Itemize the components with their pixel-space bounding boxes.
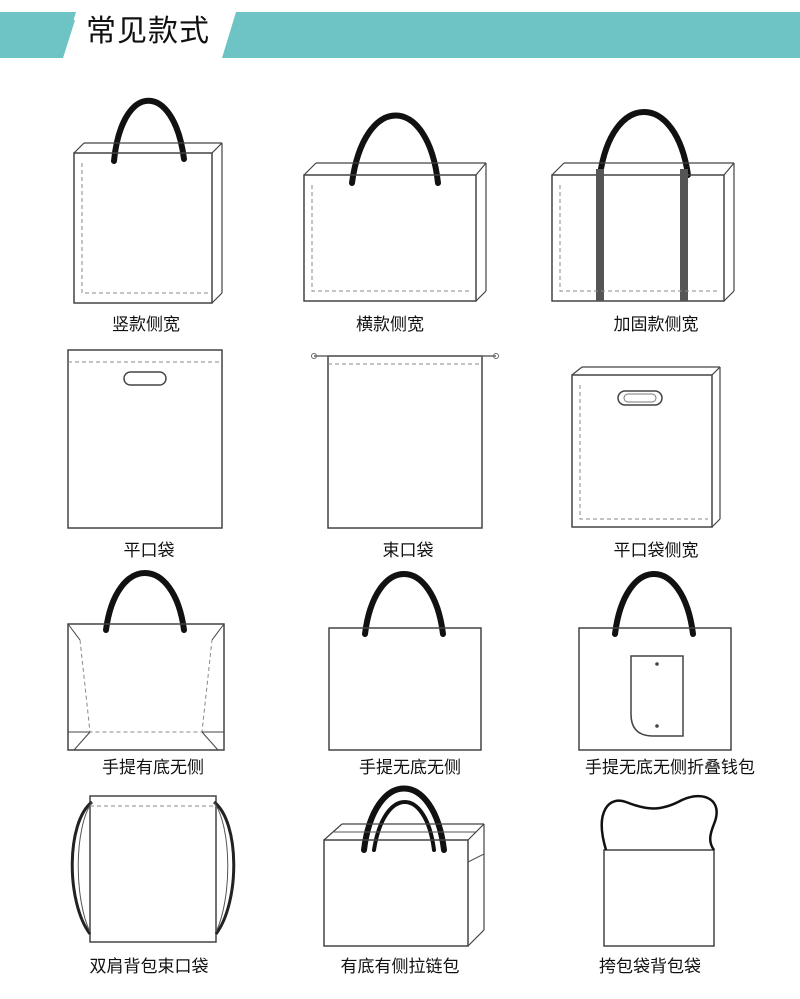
flat-die-cut-gusset-bag-icon: [571, 366, 721, 528]
style-label: 挎包袋背包袋: [599, 957, 701, 977]
style-label: 竖款侧宽: [112, 315, 180, 335]
style-item-flat-gusset: [570, 365, 730, 535]
style-label: 手提无底无侧: [359, 758, 461, 778]
header-banner: 常见款式: [0, 0, 800, 64]
style-label: 束口袋: [382, 541, 434, 561]
handle-bottom-no-side-bag-icon: [67, 570, 225, 751]
banner-background: [0, 12, 800, 59]
style-item-foldable: [575, 568, 745, 756]
style-item-handle-no-bottom: [325, 568, 495, 756]
style-item-zipper: [322, 778, 492, 950]
style-label: 双肩背包束口袋: [89, 957, 209, 977]
style-item-reinforced: [550, 105, 740, 305]
vertical-side-gusset-bag-icon: [73, 97, 223, 304]
style-label: 横款侧宽: [356, 315, 424, 335]
style-label: 手提有底无侧: [102, 758, 204, 778]
style-label: 平口袋侧宽: [613, 541, 699, 561]
style-item-backpack: [62, 792, 252, 947]
style-item-handle-bottom: [66, 568, 236, 756]
handle-no-bottom-no-side-bag-icon: [328, 571, 482, 751]
style-label: 加固款侧宽: [613, 315, 699, 335]
style-item-drawstring: [310, 348, 510, 532]
foldable-wallet-bag-icon: [578, 571, 732, 751]
style-label: 平口袋: [123, 541, 175, 561]
crossbody-bag-icon: [600, 794, 718, 947]
flat-die-cut-bag-icon: [67, 349, 223, 529]
zipper-gusset-bag-icon: [323, 785, 485, 947]
reinforced-side-gusset-bag-icon: [551, 109, 735, 302]
backpack-drawstring-bag-icon: [70, 795, 236, 943]
style-item-flat: [66, 348, 226, 532]
style-item-vertical: [70, 85, 230, 310]
style-item-crossbody: [600, 790, 730, 950]
drawstring-bag-icon: [311, 353, 499, 529]
style-label: 有底有侧拉链包: [340, 957, 460, 977]
page-title: 常见款式: [86, 14, 210, 49]
style-item-horizontal: [302, 105, 492, 305]
style-label: 手提无底无侧折叠钱包: [585, 758, 755, 778]
horizontal-side-gusset-bag-icon: [303, 112, 487, 302]
